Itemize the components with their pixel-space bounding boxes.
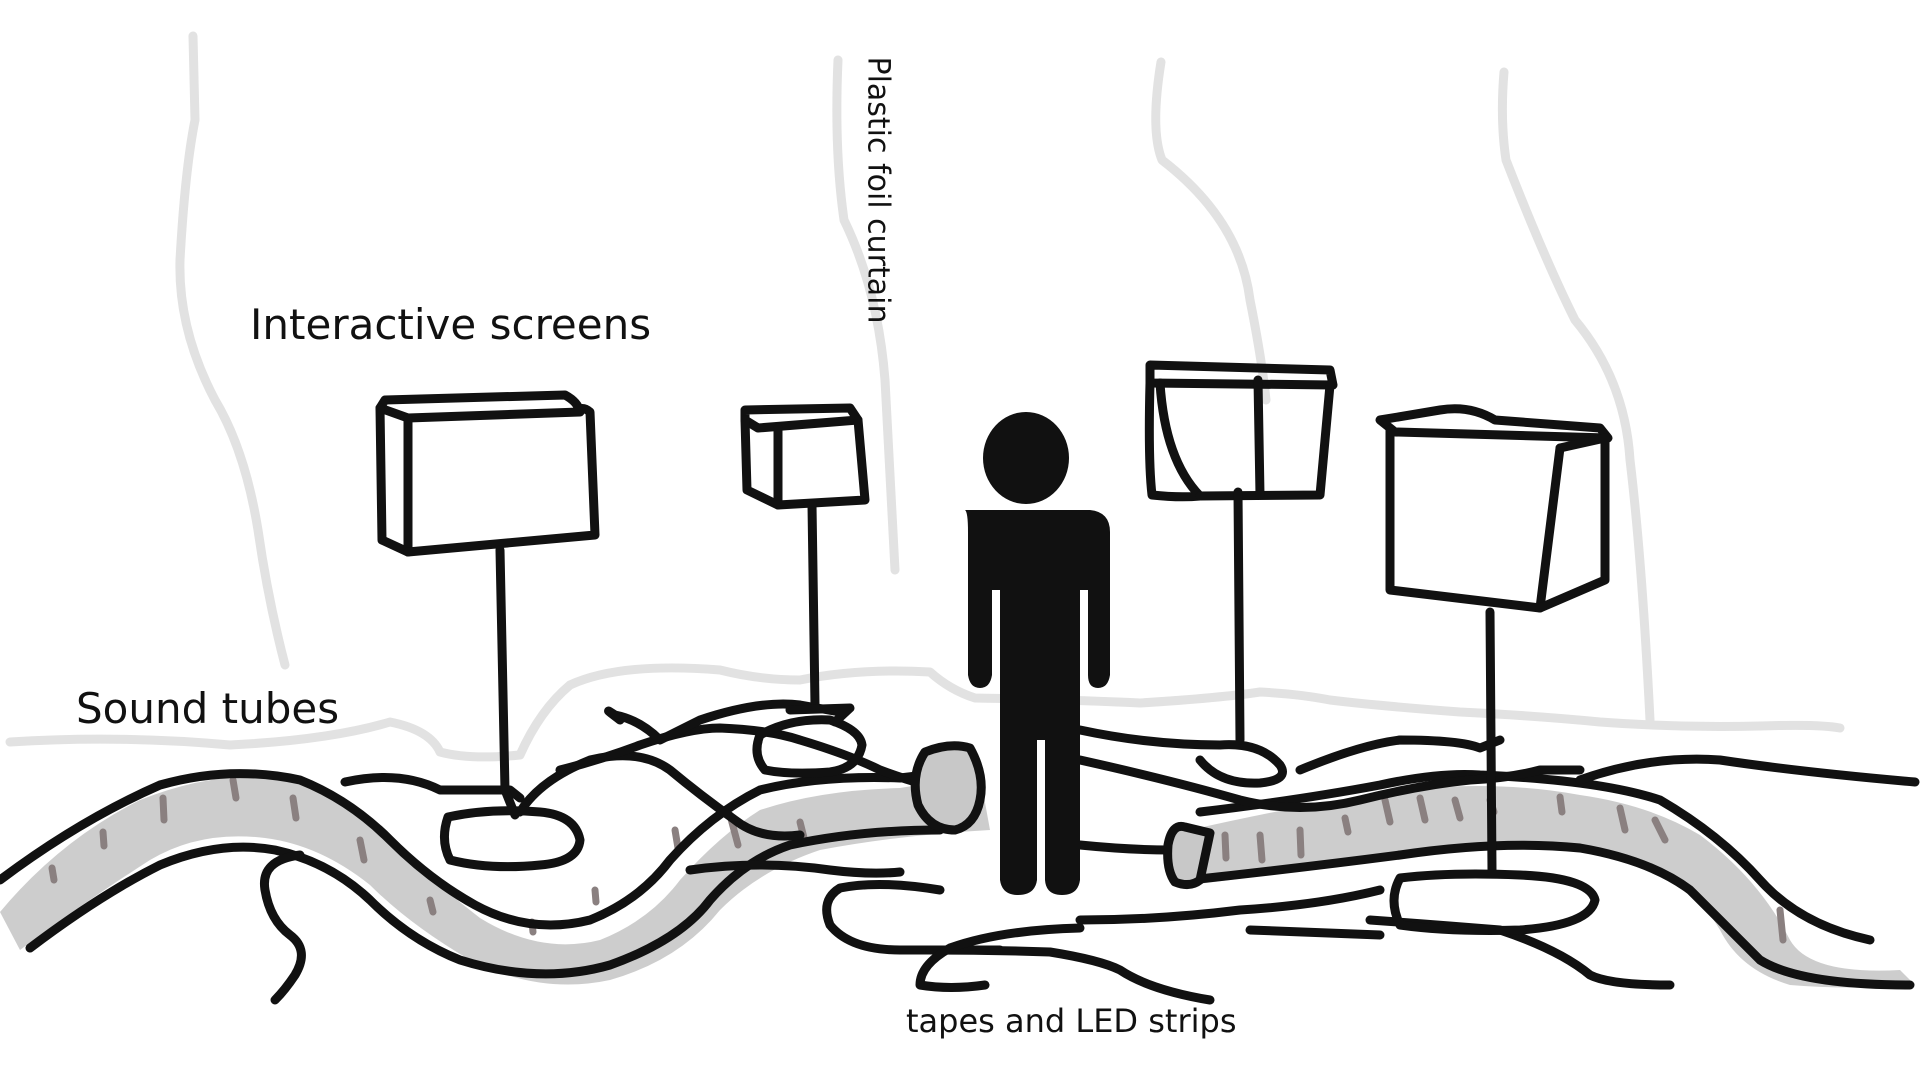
- cable-right-bottom: [1075, 885, 1385, 925]
- label-tapes-and-led-strips: tapes and LED strips: [906, 1002, 1237, 1040]
- screen-2: [740, 403, 870, 778]
- person-figure: [965, 412, 1110, 895]
- label-interactive-screens: Interactive screens: [250, 300, 652, 349]
- cable-right-1: [1075, 840, 1175, 855]
- cable-right-2: [1075, 725, 1287, 788]
- curtain-strand-1: [175, 31, 290, 670]
- curtain-strand-4: [1497, 67, 1655, 725]
- tube-end-caps: [910, 741, 1215, 890]
- tube-cap-right: [1163, 821, 1215, 890]
- foil-curtain: [5, 31, 1845, 762]
- tube-right-outline-bottom: [1185, 840, 1915, 990]
- sound-tube-left-fill: [0, 775, 990, 985]
- label-plastic-foil-curtain: Plastic foil curtain: [860, 56, 896, 324]
- tube-left-outline-bottom: [25, 825, 945, 979]
- curtain-hem: [5, 663, 1845, 762]
- screen-3: [1144, 360, 1338, 745]
- sound-tube-right-fill: [1190, 786, 1915, 988]
- screen-1: [375, 390, 600, 872]
- curtain-strand-2: [832, 55, 900, 575]
- screen-2-base: [752, 715, 867, 778]
- cable-lower-right: [1245, 925, 1385, 940]
- tube-far-right-top: [1575, 754, 1920, 787]
- tapes-and-cables: [0, 699, 1920, 1005]
- label-sound-tubes: Sound tubes: [76, 684, 340, 733]
- tube-left-outline-top: [0, 767, 955, 930]
- curtain-strand-3: [1151, 57, 1271, 405]
- cable-bottom-cross: [925, 945, 1215, 1005]
- cable-under-person: [685, 860, 905, 878]
- tube-cap-center: [910, 741, 986, 835]
- screen-1-base: [440, 806, 585, 872]
- cable-left-drop: [259, 850, 306, 1005]
- cable-bottom-arc: [915, 923, 1085, 992]
- screen-4-base: [1389, 869, 1600, 935]
- person-head: [983, 412, 1069, 504]
- cable-loop-small: [604, 699, 845, 745]
- cable-fan-right: [1295, 735, 1505, 775]
- interactive-screens: [375, 360, 1613, 935]
- screen-4: [1375, 404, 1613, 935]
- person-body: [965, 510, 1110, 895]
- cable-left-arc: [340, 773, 525, 803]
